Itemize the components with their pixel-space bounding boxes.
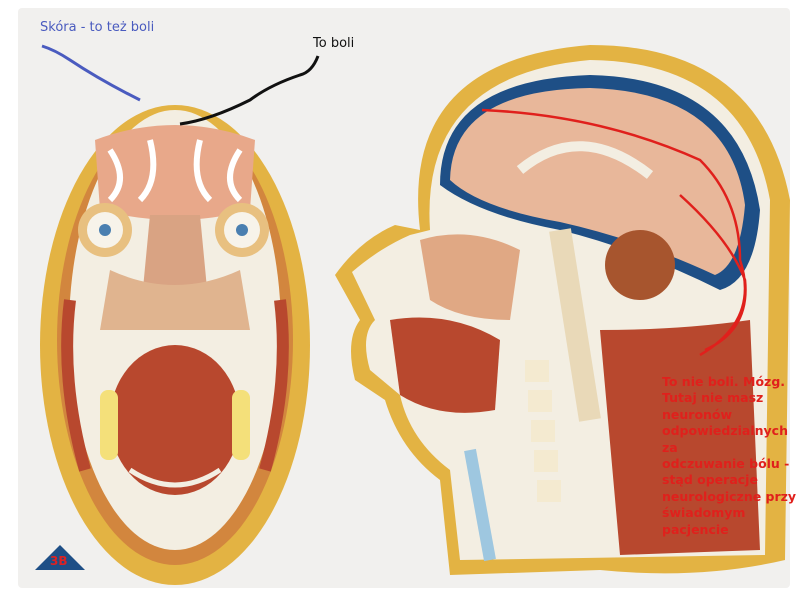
sagittal-head-section <box>335 45 790 575</box>
skin-pointer-line <box>41 44 141 102</box>
brain-annotation-line: odczuwanie bólu - <box>662 456 790 472</box>
brain-annotation-line: neurologiczne przy <box>662 488 797 504</box>
brain-annotation-line: Tutaj nie masz <box>662 390 764 406</box>
brain-outline-line <box>481 108 747 357</box>
pain-pointer-line <box>179 55 320 126</box>
brain-annotation-line: stąd operacje <box>662 472 758 488</box>
pain-annotation-label: To boli <box>313 36 355 51</box>
skin-annotation-label: Skóra - to też boli <box>40 20 155 35</box>
3b-logo: 3B <box>35 545 85 570</box>
brain-annotation-line: odpowiedzialnych za <box>662 423 788 455</box>
brain-annotation-line: To nie boli. Mózg. <box>662 374 786 389</box>
svg-text:3B: 3B <box>50 554 68 568</box>
brain-annotation-line: świadomym pacjencie <box>662 505 746 537</box>
coronal-head-section <box>40 105 310 585</box>
brain-annotation-label: To nie boli. Mózg. Tutaj nie masz neuron… <box>662 374 800 538</box>
brain-annotation-line: neuronów <box>662 406 733 422</box>
